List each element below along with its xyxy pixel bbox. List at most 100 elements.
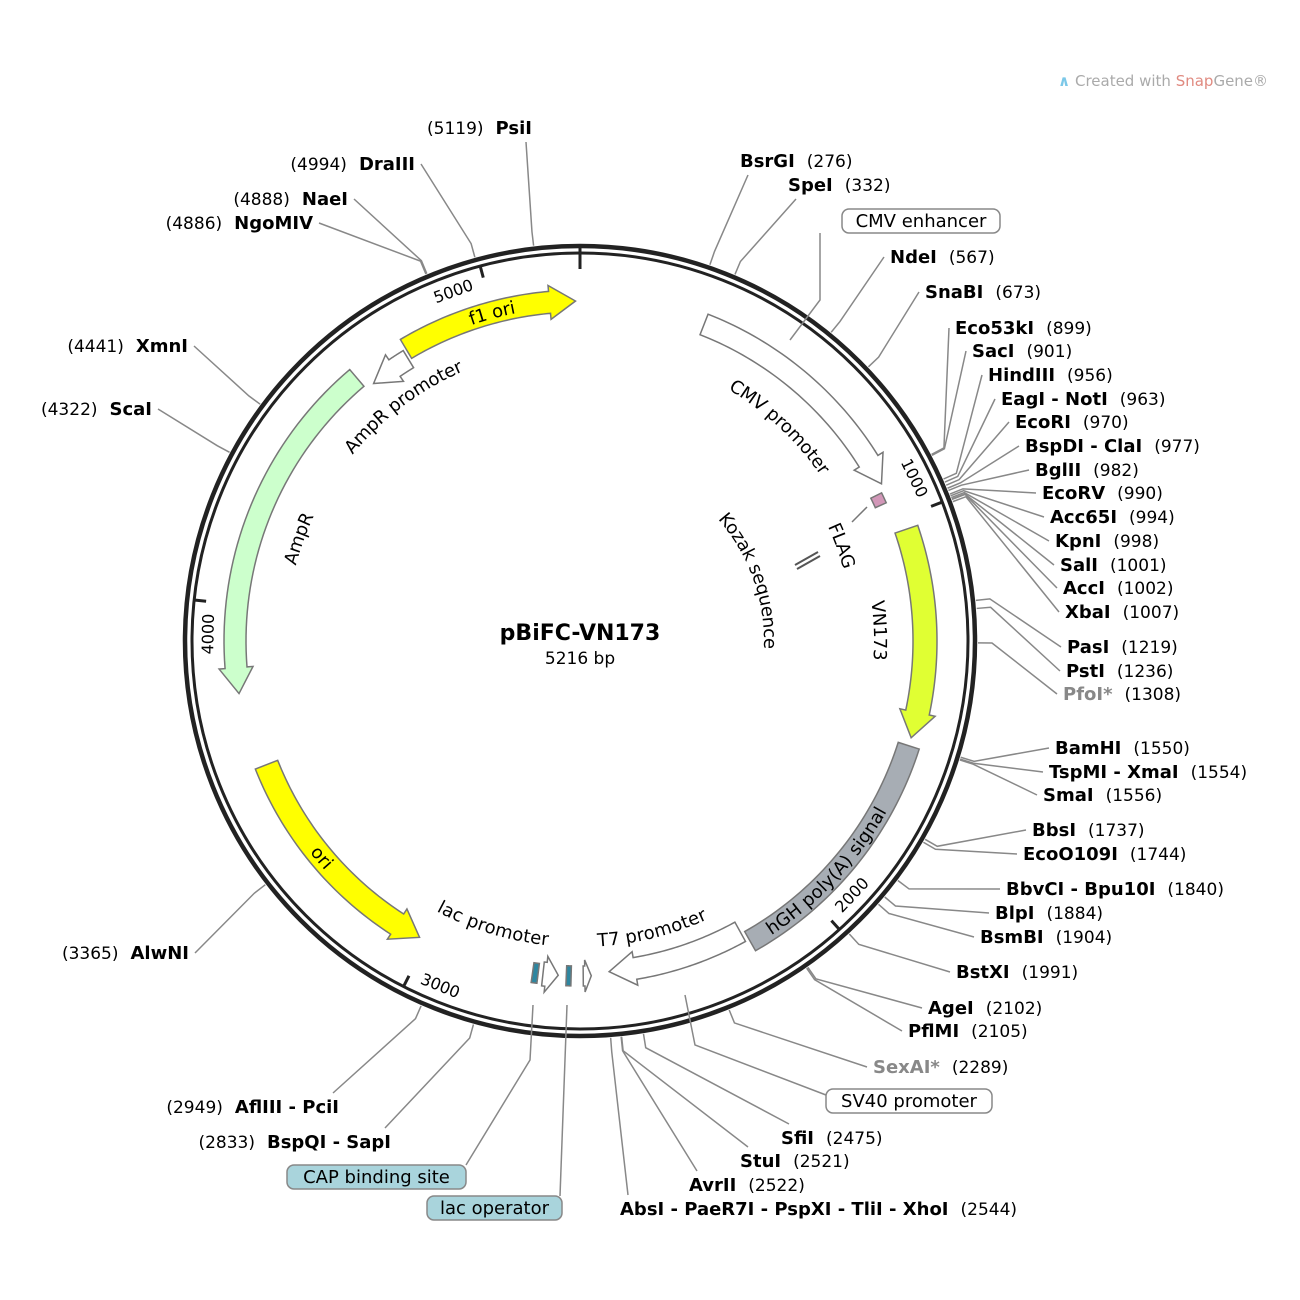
enzyme-position: (1219) <box>1121 638 1178 658</box>
lac-operator-label-leader <box>559 1004 568 1197</box>
enzyme-site-label: EcoO109I(1744) <box>1023 844 1186 865</box>
ampr-promoter-arrow <box>372 349 415 385</box>
enzyme-name: Eco53kI <box>955 318 1034 339</box>
enzyme-leader <box>807 966 923 1009</box>
enzyme-site-label: XbaI(1007) <box>1065 602 1179 623</box>
enzyme-name: BamHI <box>1055 738 1121 759</box>
flag-label: FLAG <box>824 520 860 571</box>
enzyme-leader <box>353 198 428 274</box>
enzyme-name: SexAI* <box>873 1057 940 1078</box>
enzyme-site-label: HindIII(956) <box>988 365 1113 386</box>
enzyme-leader <box>332 1005 422 1094</box>
vn173-label-text: VN173 <box>867 599 891 661</box>
enzyme-position: (5119) <box>427 119 484 139</box>
enzyme-leader <box>949 488 1037 495</box>
enzyme-name: KpnI <box>1055 531 1101 552</box>
enzyme-name: BsmBI <box>980 927 1044 948</box>
enzyme-site-label: EcoRV(990) <box>1042 483 1163 504</box>
enzyme-name: BglII <box>1035 460 1081 481</box>
cap-binding-site-label: CAP binding site <box>303 1167 450 1188</box>
cmv-enhancer-label: CMV enhancer <box>856 211 987 232</box>
enzyme-site-label: SacI(901) <box>972 341 1072 362</box>
sv40-promoter-label: SV40 promoter <box>841 1091 977 1112</box>
tick-mark <box>194 598 207 603</box>
enzyme-site-label: Eco53kI (899) <box>955 318 1092 339</box>
enzyme-name: EagI - NotI <box>1001 389 1108 410</box>
enzyme-name: BstXI <box>956 962 1010 983</box>
lac-promoter-label: lac promoter <box>434 897 550 950</box>
enzyme-position: (1737) <box>1088 821 1145 841</box>
enzyme-leader <box>734 198 797 275</box>
cmv-enhancer-label-box <box>841 208 1001 234</box>
hgh-polya-label-text: hGH poly(A) signal <box>762 803 891 939</box>
plasmid-name: pBiFC-VN173 <box>500 621 661 646</box>
cap-binding-site-box <box>530 961 541 985</box>
f1-ori-arrow <box>399 284 577 360</box>
features <box>217 284 938 995</box>
vn173-arrow <box>894 524 938 740</box>
enzyme-position: (982) <box>1093 461 1139 481</box>
enzyme-name: XbaI <box>1065 602 1111 623</box>
enzyme-position: (1904) <box>1056 928 1113 948</box>
enzyme-leader <box>420 163 476 258</box>
enzyme-name: SnaBI <box>925 282 983 303</box>
enzyme-leader <box>848 933 951 973</box>
enzyme-site-label: TspMI - XmaI(1554) <box>1049 762 1247 783</box>
enzyme-name: AlwNI <box>131 943 190 964</box>
enzyme-position: (1744) <box>1130 845 1187 865</box>
plasmid-length: 5216 bp <box>545 649 615 669</box>
enzyme-position: (673) <box>995 283 1041 303</box>
enzyme-site-label: (4441)XmnI <box>67 336 188 357</box>
enzyme-leader <box>960 747 1050 763</box>
enzyme-site-label: BspDI - ClaI(977) <box>1025 436 1200 457</box>
enzyme-name: BsrGI <box>740 151 795 172</box>
enzyme-name: AccI <box>1063 578 1105 599</box>
enzyme-position: (956) <box>1067 366 1113 386</box>
lac-operator-box <box>565 964 573 987</box>
logo-suffix: Gene® <box>1213 72 1269 90</box>
enzyme-name: SpeI <box>788 175 833 196</box>
enzyme-site-label: EcoRI(970) <box>1015 412 1129 433</box>
enzyme-position: (990) <box>1117 484 1163 504</box>
kozak-sequence-label-text: Kozak sequence <box>714 508 780 649</box>
enzyme-leader <box>977 642 1058 695</box>
vn173-label: VN173 <box>867 599 891 661</box>
enzyme-leader <box>931 350 967 456</box>
enzyme-leader <box>976 606 1061 672</box>
enzyme-name: SalI <box>1060 555 1098 576</box>
snapgene-logo: ∧ Created with SnapGene® <box>1058 72 1268 90</box>
enzyme-position: (567) <box>949 248 995 268</box>
enzyme-site-label: (4888)NaeI <box>233 189 348 210</box>
enzyme-position: (2105) <box>971 1022 1028 1042</box>
enzyme-position: (3365) <box>62 944 119 964</box>
enzyme-position: (1236) <box>1117 662 1174 682</box>
kozak-mark <box>796 555 821 570</box>
enzyme-site-label: AbsI - PaeR7I - PspXI - TliI - XhoI(2544… <box>620 1199 1017 1220</box>
enzyme-leader <box>867 291 920 368</box>
enzyme-position: (1884) <box>1046 904 1103 924</box>
enzyme-name: NdeI <box>890 247 937 268</box>
enzyme-name: StuI <box>740 1151 781 1172</box>
enzyme-position: (899) <box>1046 319 1092 339</box>
enzyme-position: (1840) <box>1167 880 1224 900</box>
flag-label-text: FLAG <box>824 520 860 571</box>
enzyme-name: BspDI - ClaI <box>1025 436 1142 457</box>
enzyme-name: AgeI <box>928 998 974 1019</box>
enzyme-name: AvrII <box>689 1175 736 1196</box>
enzyme-position: (998) <box>1113 532 1159 552</box>
enzyme-position: (1550) <box>1133 739 1190 759</box>
enzyme-name: BspQI - SapI <box>267 1132 391 1153</box>
enzyme-site-label: BsrGI(276) <box>740 151 853 172</box>
cap-binding-site-label-leader <box>465 1004 534 1166</box>
enzyme-leader <box>945 421 1010 486</box>
enzyme-position: (901) <box>1026 342 1072 362</box>
enzyme-position: (994) <box>1129 508 1175 528</box>
enzyme-position: (4994) <box>290 155 347 175</box>
enzyme-position: (1308) <box>1125 685 1182 705</box>
enzyme-name: NaeI <box>302 189 348 210</box>
enzyme-labels: BsrGI(276)SpeI(332)NdeI(567)SnaBI(673)Ec… <box>41 118 1247 1220</box>
enzyme-site-label: BbvCI - Bpu10I(1840) <box>1006 879 1224 900</box>
cap-binding-site-label-box <box>286 1164 467 1190</box>
enzyme-name: ScaI <box>110 399 152 420</box>
